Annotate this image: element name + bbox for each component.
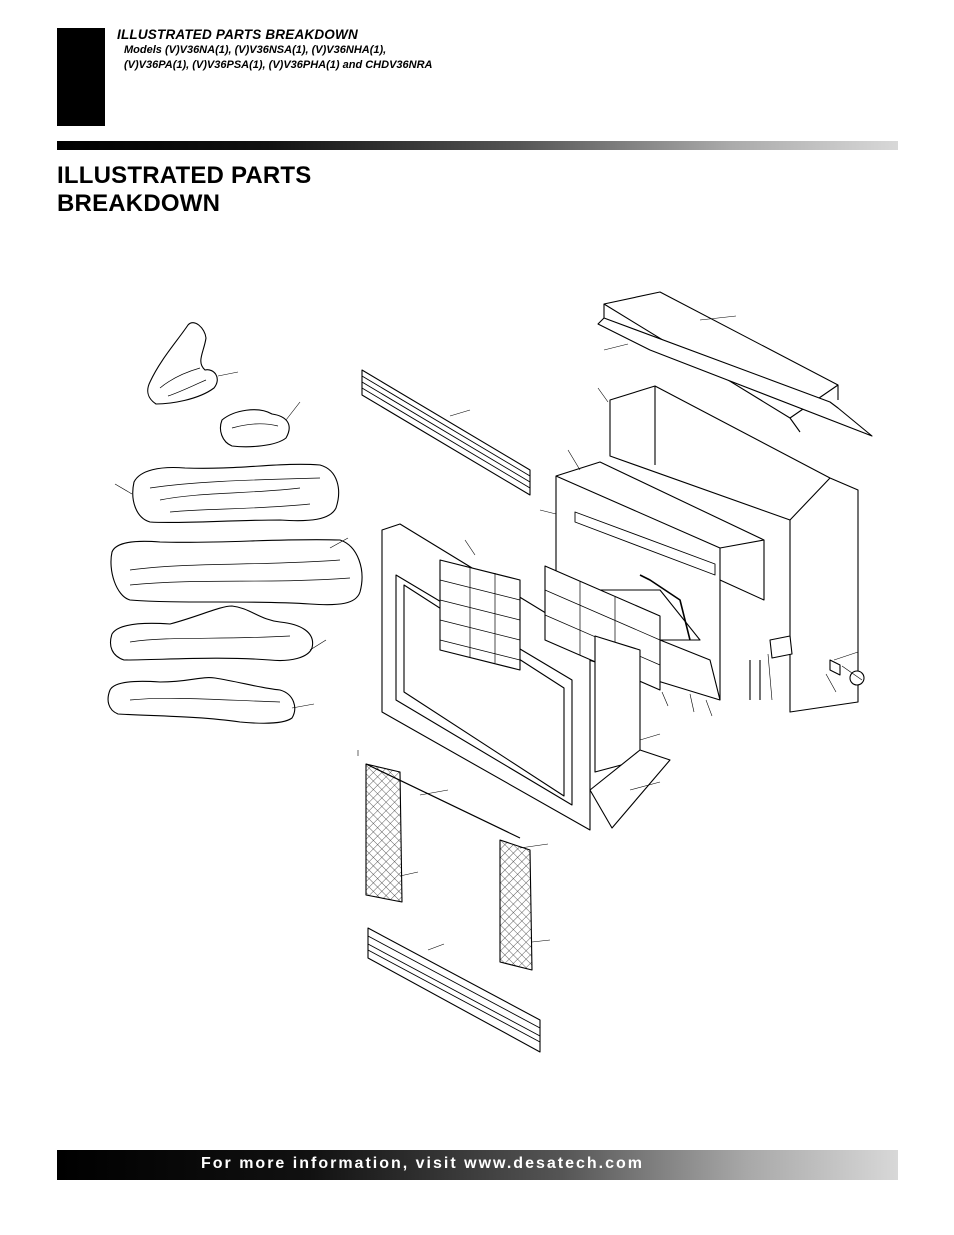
floor-plate <box>589 749 671 829</box>
gas-fittings <box>829 659 865 686</box>
side-panel <box>594 635 641 773</box>
log-middle <box>109 605 314 662</box>
outer-casing <box>609 385 859 713</box>
log-large-back <box>132 463 340 524</box>
callout-leader-lines <box>114 315 863 951</box>
top-louver-trim <box>361 369 531 496</box>
section-title: ILLUSTRATED PARTS BREAKDOWN <box>117 27 358 42</box>
footer-bar: For more information, visit www.desatech… <box>57 1150 898 1180</box>
header-rule <box>57 141 898 150</box>
log-small-upright <box>147 322 218 405</box>
right-mesh-screen <box>499 839 533 971</box>
left-mesh-screen <box>365 763 521 903</box>
section-tab-block <box>57 28 105 126</box>
models-line-2: (V)V36PA(1), (V)V36PSA(1), (V)V36PHA(1) … <box>124 59 433 71</box>
models-line-1: Models (V)V36NA(1), (V)V36NSA(1), (V)V36… <box>124 44 387 56</box>
footer-website-text: For more information, visit www.desatech… <box>200 1155 645 1172</box>
top-panel-assembly <box>597 291 873 437</box>
log-bottom <box>107 677 296 724</box>
page-title-line-1: ILLUSTRATED PARTS <box>57 162 312 189</box>
log-small-chunk <box>219 409 290 448</box>
page-title: ILLUSTRATED PARTS BREAKDOWN <box>57 162 312 218</box>
gas-valve <box>749 635 793 700</box>
page-title-line-2: BREAKDOWN <box>57 190 221 217</box>
bottom-louver-trim <box>367 927 541 1053</box>
exploded-parts-diagram <box>107 291 873 1053</box>
log-front-long <box>110 539 363 606</box>
models-list: Models (V)V36NA(1), (V)V36NSA(1), (V)V36… <box>124 43 432 73</box>
